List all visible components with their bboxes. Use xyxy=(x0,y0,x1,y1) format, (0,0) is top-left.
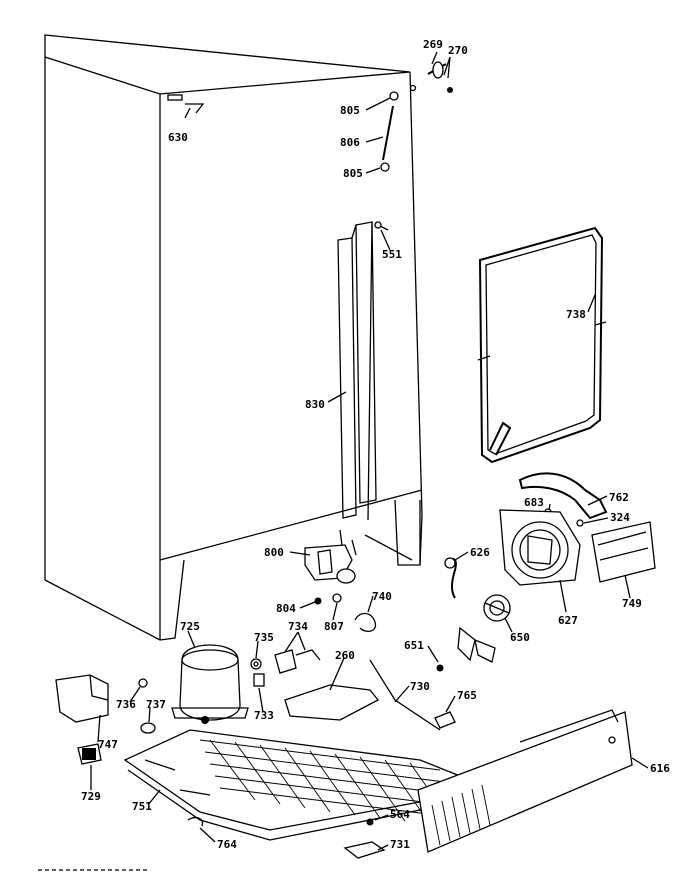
part-labels: 269 270 630 805 806 805 551 738 830 762 … xyxy=(81,38,670,851)
label-762: 762 xyxy=(609,491,629,504)
label-730: 730 xyxy=(410,680,430,693)
label-651: 651 xyxy=(404,639,424,652)
leader-lines xyxy=(90,51,649,851)
label-736: 736 xyxy=(116,698,136,711)
label-324: 324 xyxy=(610,511,630,524)
label-627: 627 xyxy=(558,614,578,627)
label-751: 751 xyxy=(132,800,152,813)
label-270: 270 xyxy=(448,44,468,57)
label-734: 734 xyxy=(288,620,308,633)
top-hardware xyxy=(185,61,453,231)
condenser-and-base xyxy=(123,659,472,841)
label-564: 564 xyxy=(390,808,410,821)
label-830: 830 xyxy=(305,398,325,411)
small-parts xyxy=(187,816,386,859)
compressor xyxy=(138,644,321,734)
label-626: 626 xyxy=(470,546,490,559)
label-747: 747 xyxy=(98,738,118,751)
label-805-lower: 805 xyxy=(343,167,363,180)
label-269: 269 xyxy=(423,38,443,51)
label-260: 260 xyxy=(335,649,355,662)
label-740: 740 xyxy=(372,590,392,603)
label-731: 731 xyxy=(390,838,410,851)
water-valve xyxy=(304,529,377,633)
fan-assembly xyxy=(436,472,656,672)
label-735: 735 xyxy=(254,631,274,644)
label-733: 733 xyxy=(254,709,274,722)
label-729: 729 xyxy=(81,790,101,803)
label-807: 807 xyxy=(324,620,344,633)
label-800: 800 xyxy=(264,546,284,559)
label-764: 764 xyxy=(217,838,237,851)
label-806: 806 xyxy=(340,136,360,149)
cabinet xyxy=(44,34,423,641)
door-gasket xyxy=(477,226,607,464)
label-650: 650 xyxy=(510,631,530,644)
label-725: 725 xyxy=(180,620,200,633)
label-749: 749 xyxy=(622,597,642,610)
label-804: 804 xyxy=(276,602,296,615)
label-805-upper: 805 xyxy=(340,104,360,117)
label-630: 630 xyxy=(168,131,188,144)
label-616: 616 xyxy=(650,762,670,775)
label-765: 765 xyxy=(457,689,477,702)
label-738: 738 xyxy=(566,308,586,321)
label-683: 683 xyxy=(524,496,544,509)
bracket-747 xyxy=(55,674,109,765)
label-551: 551 xyxy=(382,248,402,261)
label-737: 737 xyxy=(146,698,166,711)
grille-616 xyxy=(417,709,633,853)
